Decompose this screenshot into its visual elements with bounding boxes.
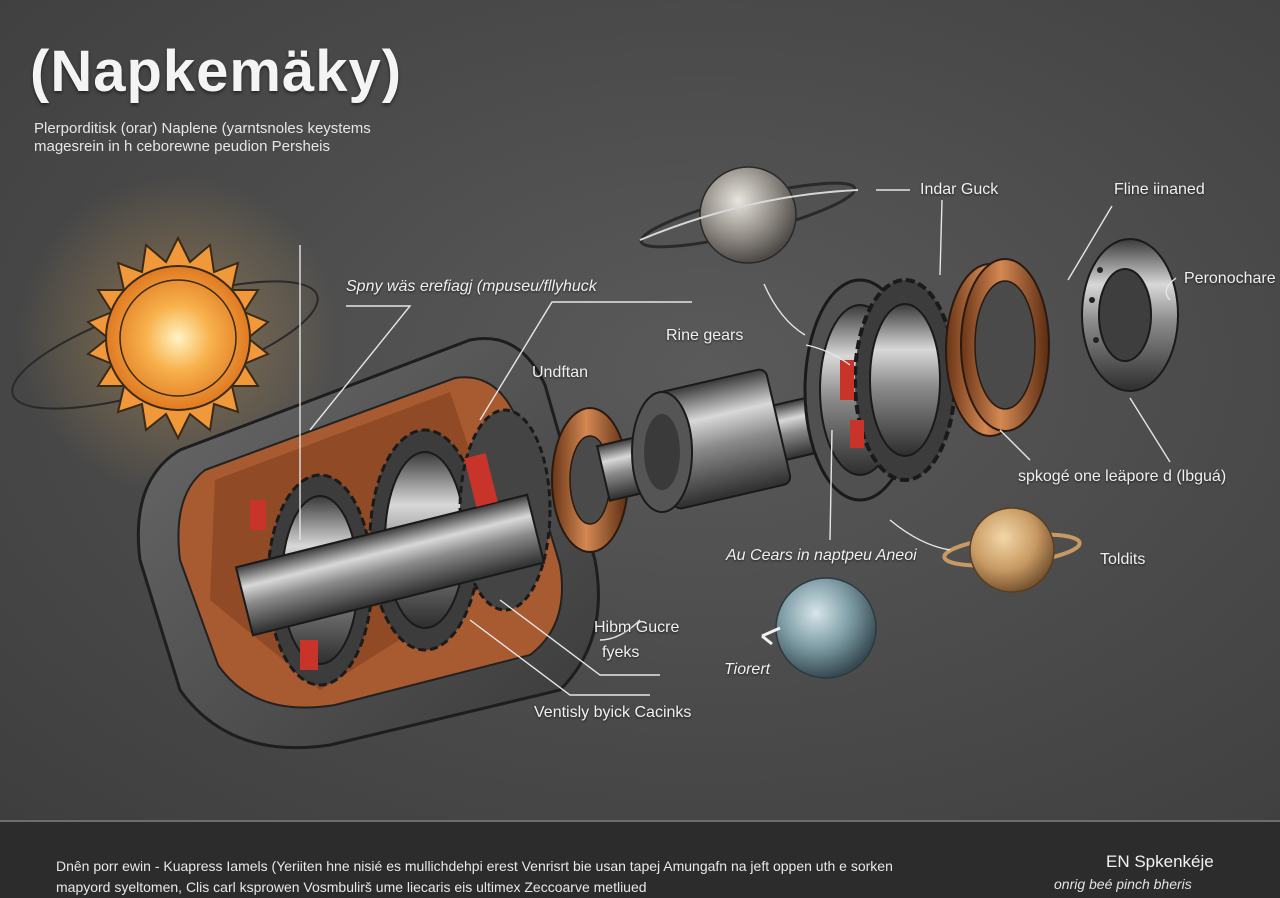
exploded-gearbox-illustration [11, 166, 1179, 750]
ring-gear-assembly [803, 278, 957, 502]
diagram-canvas: (Napkemäky) Plerporditisk (orar) Naplene… [0, 0, 1280, 820]
label-tiorert: Tiorert [724, 661, 771, 678]
label-fline-inaned: Fline iinaned [1114, 181, 1205, 198]
label-spring: Spny wäs erefiagj (mpuseu/fllyhuck [346, 278, 597, 295]
planet-tan-ringed [942, 507, 1082, 593]
label-undftan: Undftan [532, 364, 589, 381]
subtitle-line-1: Plerporditisk (orar) Naplene (yarntsnole… [34, 120, 371, 137]
label-ventisly: Ventisly byick Cacinks [534, 704, 692, 721]
flange-ring [1081, 238, 1179, 392]
subtitle-line-2: magesrein in h ceborewne peudion Pershei… [34, 138, 331, 155]
sun-illustration [11, 175, 338, 495]
copper-rings-right [945, 258, 1050, 437]
label-indar-guck: Indar Guck [920, 181, 999, 198]
footer-description: Dnên porr ewin - Kuapress Iamels (Yeriit… [56, 856, 976, 898]
planet-blue [761, 577, 877, 679]
leader-lines [299, 189, 1177, 696]
footer-line-1: Dnên porr ewin - Kuapress Iamels (Yeriit… [56, 858, 893, 874]
label-au-cears: Au Cears in naptpeu Aneoi [726, 547, 917, 564]
internal-gear-stack [234, 408, 552, 687]
label-rine-gears: Rine gears [666, 327, 744, 344]
page-subtitle: Plerporditisk (orar) Naplene (yarntsnole… [34, 120, 454, 156]
label-peronochare: Peronochare [1184, 270, 1276, 287]
footer-bar: Dnên porr ewin - Kuapress Iamels (Yeriit… [0, 820, 1280, 898]
label-hibm-gucre: Hibm Gucre [594, 619, 680, 636]
sleeve-cylinder [631, 368, 792, 513]
footer-brand: EN Spkenkéje [1106, 852, 1214, 871]
page-title: (Napkemäky) [30, 39, 403, 104]
planet-grey-ringed [639, 166, 859, 264]
footer-line-2: mapyord syeltomen, Clis carl ksprowen Vo… [56, 879, 647, 895]
label-fyeks: fyeks [602, 644, 640, 661]
label-spokge: spkogé one leäpore d (lbguá) [1018, 468, 1227, 485]
footer-tagline: onrig beé pinch bheris [1054, 876, 1192, 892]
label-toldits: Toldits [1100, 551, 1146, 568]
